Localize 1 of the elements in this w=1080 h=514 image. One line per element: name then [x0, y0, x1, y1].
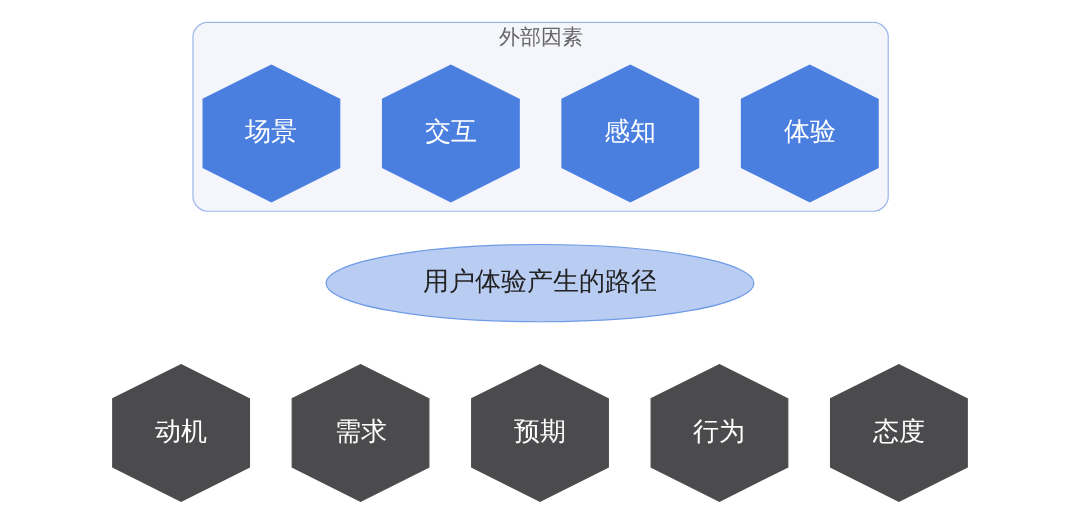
node-ellipse: 用户体验产生的路径 — [325, 243, 755, 323]
